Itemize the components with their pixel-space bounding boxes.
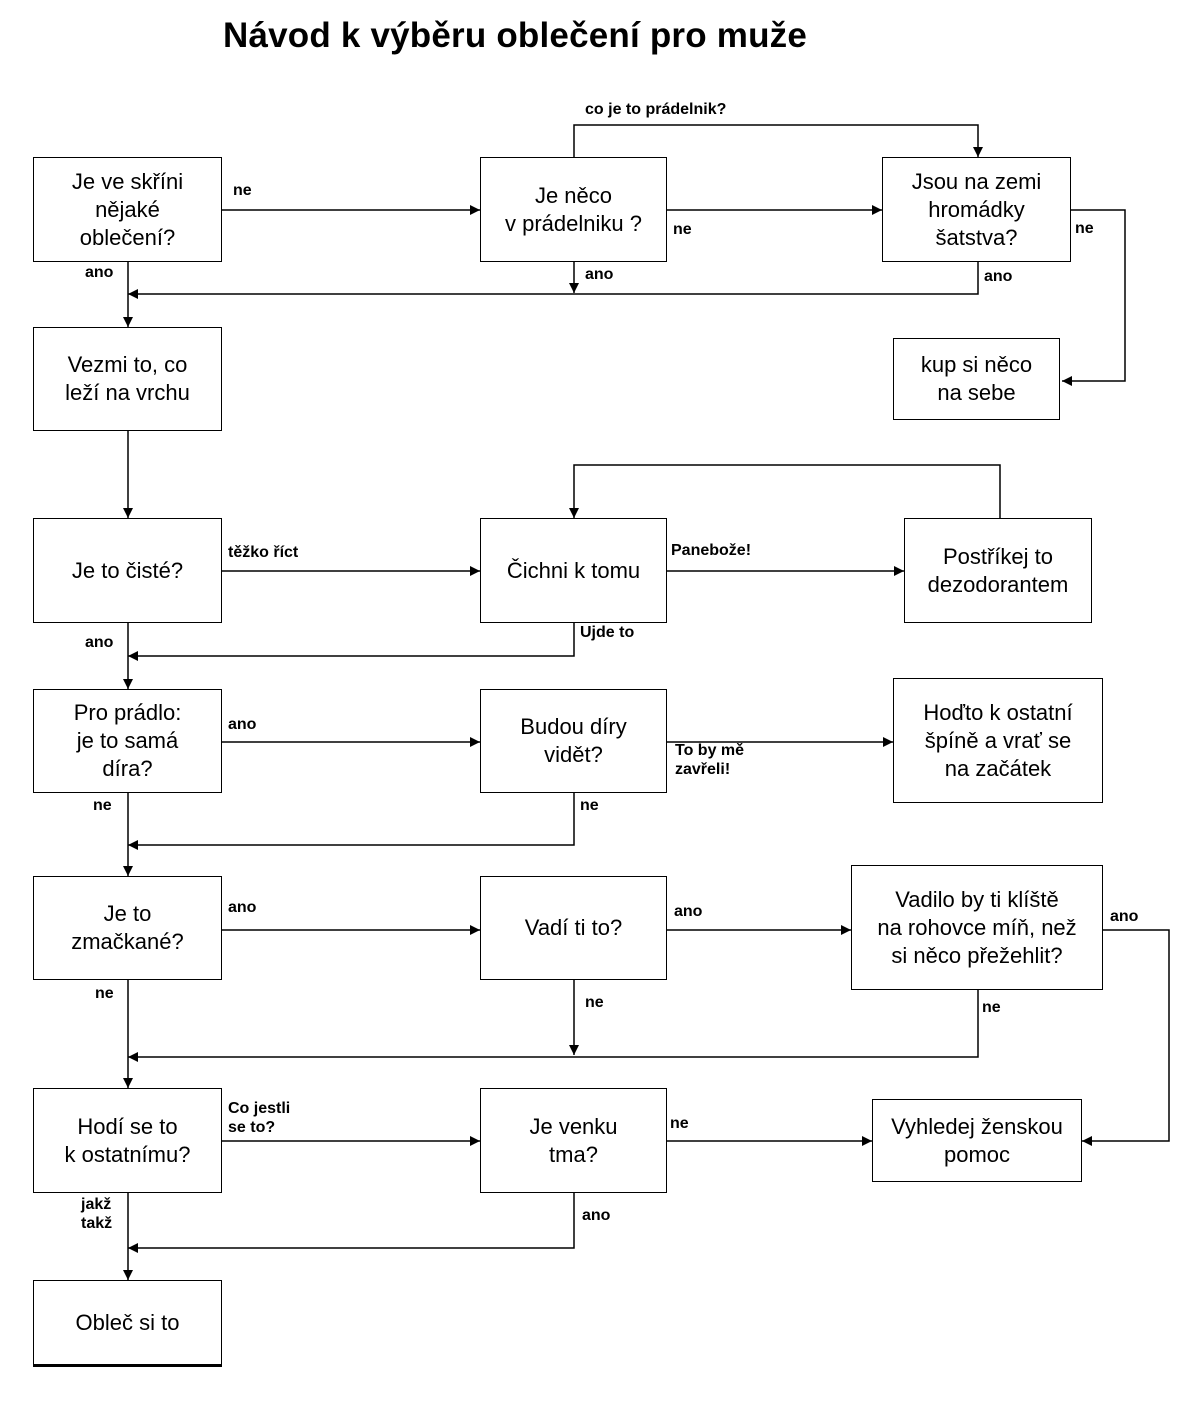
node-pradelnik: Je něco v prádelniku ? [480, 157, 667, 262]
arrow-ujde-to [128, 623, 575, 661]
label-zem-ne: ne [1075, 220, 1094, 237]
label-vadi-ne: ne [585, 994, 604, 1011]
node-zmackane: Je to zmačkané? [33, 876, 222, 980]
label-ujde-to: Ujde to [580, 624, 635, 641]
node-tma: Je venku tma? [480, 1088, 667, 1193]
label-skrin-ne: ne [233, 182, 252, 199]
node-zena: Vyhledej ženskou pomoc [872, 1099, 1082, 1182]
label-vadi-ano: ano [674, 903, 703, 920]
arrow-merge-row1 [128, 262, 979, 299]
label-tezko-rict: těžko říct [228, 544, 299, 561]
arrow-zem-to-kup [1062, 209, 1126, 386]
label-dira-ne: ne [93, 797, 112, 814]
label-skrin-ano: ano [85, 264, 114, 281]
node-kup: kup si něco na sebe [893, 338, 1060, 420]
node-hodi-se: Hodí se to k ostatnímu? [33, 1088, 222, 1193]
arrow-postrikej-loop [569, 464, 1001, 518]
label-to-by-me: To by mě zavřeli! [675, 742, 745, 778]
page-title: Návod k výběru oblečení pro muže [222, 16, 808, 55]
label-dira-ano: ano [228, 716, 257, 733]
node-vadi: Vadí ti to? [480, 876, 667, 980]
label-ciste-ano: ano [85, 634, 114, 651]
label-zmackane-ne: ne [95, 985, 114, 1002]
node-ciste: Je to čisté? [33, 518, 222, 623]
label-panebooze: Panebože! [671, 542, 752, 559]
arrow-co-je-pradelnik [573, 124, 983, 157]
label-tma-ano: ano [582, 1207, 611, 1224]
arrow-kliste-ne [128, 990, 979, 1062]
label-kliste-ano: ano [1110, 908, 1139, 925]
label-co-jestli: Co jestli se to? [228, 1100, 291, 1136]
node-dira: Pro prádlo: je to samá díra? [33, 689, 222, 793]
label-pradelnik-ne: ne [673, 221, 692, 238]
label-co-je-pradelnik: co je to prádelnik? [585, 101, 727, 118]
node-zem: Jsou na zemi hromádky šatstva? [882, 157, 1071, 262]
arrow-tma-ano [128, 1193, 575, 1253]
node-skrin: Je ve skříni nějaké oblečení? [33, 157, 222, 262]
node-hod: Hoďto k ostatní špíně a vrať se na začát… [893, 678, 1103, 803]
node-kliste: Vadilo by ti klíště na rohovce míň, než … [851, 865, 1103, 990]
node-diry-videt: Budou díry vidět? [480, 689, 667, 793]
node-cichni: Čichni k tomu [480, 518, 667, 623]
node-postrikej: Postříkej to dezodorantem [904, 518, 1092, 623]
label-tma-ne: ne [670, 1115, 689, 1132]
label-zem-ano: ano [984, 268, 1013, 285]
label-diry-ne: ne [580, 797, 599, 814]
node-oblec: Obleč si to [33, 1280, 222, 1367]
label-kliste-ne: ne [982, 999, 1001, 1016]
node-vezmi: Vezmi to, co leží na vrchu [33, 327, 222, 431]
label-pradelnik-ano: ano [585, 266, 614, 283]
arrow-diry-ne [128, 793, 575, 850]
label-jakz-takz: jakž takž [81, 1196, 113, 1232]
arrow-kliste-to-zena [1082, 929, 1170, 1146]
label-zmackane-ano: ano [228, 899, 257, 916]
